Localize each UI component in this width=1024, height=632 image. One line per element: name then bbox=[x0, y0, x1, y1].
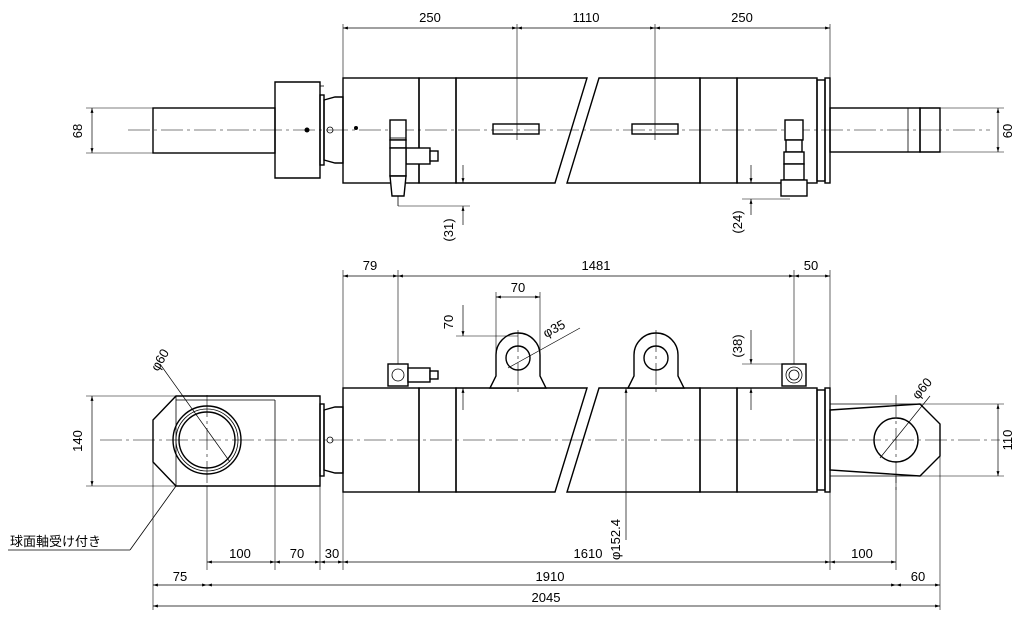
top-right-endcap bbox=[736, 77, 818, 184]
top-left-endcap bbox=[342, 77, 420, 184]
dim-250-right: 250 bbox=[731, 10, 753, 25]
top-left-port-fitting bbox=[389, 119, 439, 206]
dim-1910: 1910 bbox=[536, 569, 565, 584]
bottom-left-eye bbox=[152, 395, 321, 487]
bottom-right-port bbox=[781, 363, 807, 387]
dim-100-right: 100 bbox=[851, 546, 873, 561]
bottom-left-port bbox=[387, 363, 439, 387]
dim-1110: 1110 bbox=[573, 10, 600, 25]
top-left-rod bbox=[152, 107, 276, 154]
dim-70-top: 70 bbox=[511, 280, 525, 295]
dim-2045: 2045 bbox=[532, 590, 561, 605]
bottom-view: 79 1481 50 70 70 φ35 (38) φ60 φ60 140 bbox=[8, 258, 1015, 610]
dim-100-left: 100 bbox=[229, 546, 251, 561]
dim-50: 50 bbox=[804, 258, 818, 273]
dim-30: 30 bbox=[325, 546, 339, 561]
dim-38: (38) bbox=[730, 334, 745, 357]
dim-250-left: 250 bbox=[419, 10, 441, 25]
dim-31: (31) bbox=[441, 218, 456, 241]
dim-70-bottom: 70 bbox=[290, 546, 304, 561]
top-tube-right bbox=[566, 77, 701, 184]
dim-60-bottom: 60 bbox=[911, 569, 925, 584]
dim-1610: 1610 bbox=[574, 546, 603, 561]
spherical-bearing-note: 球面軸受け付き bbox=[10, 535, 101, 550]
dim-1481: 1481 bbox=[582, 258, 611, 273]
dim-phi152: φ152.4 bbox=[608, 519, 623, 560]
dim-79: 79 bbox=[363, 258, 377, 273]
top-slot-left bbox=[492, 123, 540, 135]
bottom-trunnion-right bbox=[626, 330, 686, 392]
top-left-head bbox=[274, 81, 321, 179]
bottom-trunnion-left bbox=[488, 330, 548, 392]
dim-140: 140 bbox=[70, 430, 85, 452]
dim-phi60-right: φ60 bbox=[909, 375, 935, 402]
dim-60-top: 60 bbox=[1000, 124, 1015, 138]
top-tube-left bbox=[455, 77, 588, 184]
dim-75: 75 bbox=[173, 569, 187, 584]
top-view: 250 1110 250 68 60 (31) (24) bbox=[70, 10, 1015, 242]
dim-phi60-left: φ60 bbox=[148, 346, 172, 373]
top-right-port-fitting bbox=[780, 119, 808, 197]
dim-110: 110 bbox=[1000, 430, 1015, 451]
dim-68: 68 bbox=[70, 124, 85, 138]
dim-24: (24) bbox=[730, 210, 745, 233]
dim-70-left: 70 bbox=[441, 315, 456, 329]
